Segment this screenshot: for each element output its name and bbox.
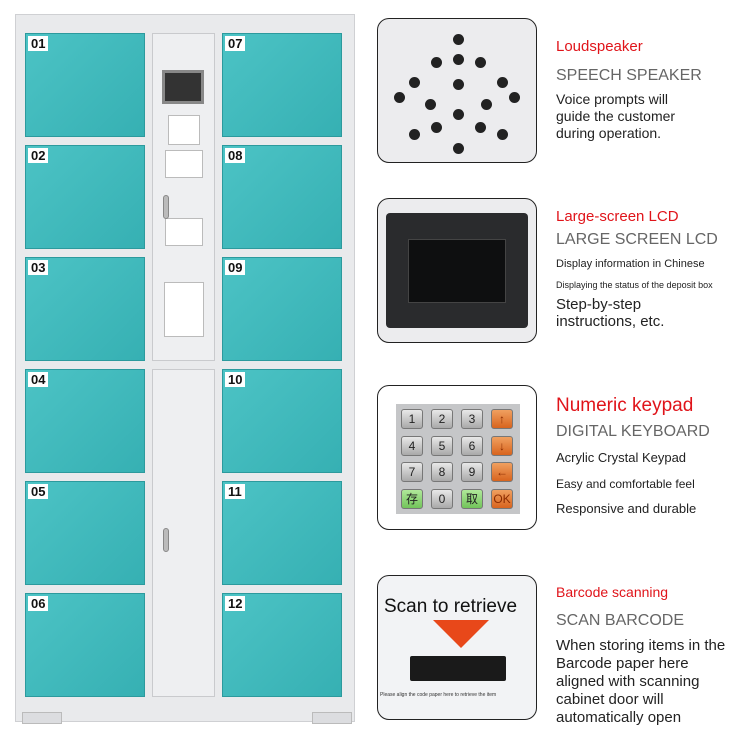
lock-handle[interactable] xyxy=(163,195,169,219)
feature-desc: Display information in Chinese xyxy=(556,258,705,270)
feature-desc: Easy and comfortable feel xyxy=(556,477,695,491)
feature-desc: When storing items in the Barcode paper … xyxy=(556,637,726,726)
lock-handle[interactable] xyxy=(163,528,169,552)
scan-heading: Scan to retrieve xyxy=(384,596,518,617)
lcd-icon xyxy=(408,239,506,303)
lcd-image xyxy=(377,198,537,343)
feature-desc: Displaying the status of the deposit box xyxy=(556,280,713,290)
speaker-hole-icon xyxy=(453,143,464,154)
keypad-key: 2 xyxy=(431,409,453,429)
cabinet-foot xyxy=(22,712,62,724)
speaker-hole-icon xyxy=(425,99,436,110)
feature-subtitle: LARGE SCREEN LCD xyxy=(556,231,718,248)
keypad-key: 取 xyxy=(461,488,483,509)
keypad-key: OK xyxy=(491,488,513,509)
keypad-key: ↓ xyxy=(491,435,513,456)
door-number: 05 xyxy=(28,484,49,499)
warning-label xyxy=(164,282,204,337)
barcode-image: Scan to retrieve Please align the code p… xyxy=(377,575,537,720)
door-number: 12 xyxy=(225,596,246,611)
keypad-key: 存 xyxy=(401,488,423,509)
speaker-hole-icon xyxy=(453,54,464,65)
feature-loudspeaker: Loudspeaker SPEECH SPEAKER Voice prompts… xyxy=(556,38,706,142)
door-number: 09 xyxy=(225,260,246,275)
deposit-label xyxy=(165,150,203,178)
speaker-hole-icon xyxy=(431,122,442,133)
door-number: 06 xyxy=(28,596,49,611)
door-number: 03 xyxy=(28,260,49,275)
speaker-hole-icon xyxy=(453,79,464,90)
feature-desc: Acrylic Crystal Keypad xyxy=(556,450,687,465)
scan-hint: Please align the code paper here to retr… xyxy=(380,692,497,698)
speaker-hole-icon xyxy=(431,57,442,68)
feature-keypad: Numeric keypad DIGITAL KEYBOARD Acrylic … xyxy=(556,395,710,517)
keypad-key: 4 xyxy=(401,435,423,456)
locker-door[interactable]: 11 xyxy=(222,481,342,585)
locker-door[interactable]: 06 xyxy=(25,593,145,697)
locker-door[interactable]: 01 xyxy=(25,33,145,137)
locker-door[interactable]: 03 xyxy=(25,257,145,361)
locker-door[interactable]: 07 xyxy=(222,33,342,137)
keypad-key: 8 xyxy=(431,462,453,482)
keypad-key: ← xyxy=(491,462,513,482)
speaker-hole-icon xyxy=(453,34,464,45)
feature-title: Loudspeaker xyxy=(556,38,643,55)
speaker-hole-icon xyxy=(497,77,508,88)
keypad-key: 5 xyxy=(431,435,453,456)
locker-door[interactable]: 05 xyxy=(25,481,145,585)
cabinet-lcd-screen xyxy=(162,70,204,104)
door-number: 01 xyxy=(28,36,49,51)
locker-door[interactable]: 04 xyxy=(25,369,145,473)
feature-subtitle: SCAN BARCODE xyxy=(556,612,685,629)
keypad-key: 3 xyxy=(461,409,483,429)
locker-door[interactable]: 09 xyxy=(222,257,342,361)
locker-door[interactable]: 10 xyxy=(222,369,342,473)
door-number: 11 xyxy=(225,484,245,499)
locker-door[interactable]: 02 xyxy=(25,145,145,249)
speaker-hole-icon xyxy=(394,92,405,103)
speaker-hole-icon xyxy=(453,109,464,120)
feature-title: Barcode scanning xyxy=(556,584,669,600)
keypad-key: 1 xyxy=(401,409,423,429)
feature-desc: Step-by-step instructions, etc. xyxy=(556,296,665,330)
keypad-key: 9 xyxy=(461,462,483,482)
feature-desc: Responsive and durable xyxy=(556,501,697,516)
feature-title: Large-screen LCD xyxy=(556,208,679,225)
locker-door[interactable]: 08 xyxy=(222,145,342,249)
door-number: 10 xyxy=(225,372,246,387)
speaker-hole-icon xyxy=(409,129,420,140)
door-number: 04 xyxy=(28,372,49,387)
feature-subtitle: DIGITAL KEYBOARD xyxy=(556,423,710,440)
keypad-key: 6 xyxy=(461,435,483,456)
feature-title: Numeric keypad xyxy=(556,395,694,416)
arrow-down-icon xyxy=(433,620,489,648)
feature-desc: Voice prompts will guide the customer du… xyxy=(556,91,676,141)
feature-subtitle: SPEECH SPEAKER xyxy=(556,67,702,84)
cabinet-foot xyxy=(312,712,352,724)
locker-door[interactable]: 12 xyxy=(222,593,342,697)
barcode-scanner-icon xyxy=(410,656,506,681)
center-door[interactable] xyxy=(152,369,215,697)
retrieve-label xyxy=(165,218,203,246)
speaker-hole-icon xyxy=(497,129,508,140)
keypad-key: 7 xyxy=(401,462,423,482)
door-number: 08 xyxy=(225,148,246,163)
feature-barcode: Barcode scanning SCAN BARCODE When stori… xyxy=(556,584,731,727)
speaker-image xyxy=(377,18,537,163)
door-number: 07 xyxy=(225,36,246,51)
keypad-key: ↑ xyxy=(491,409,513,429)
keypad-key: 0 xyxy=(431,488,453,509)
speaker-hole-icon xyxy=(409,77,420,88)
door-number: 02 xyxy=(28,148,49,163)
feature-lcd: Large-screen LCD LARGE SCREEN LCD Displa… xyxy=(556,208,718,330)
speaker-hole-icon xyxy=(475,122,486,133)
instruction-label xyxy=(168,115,200,145)
speaker-hole-icon xyxy=(475,57,486,68)
speaker-hole-icon xyxy=(481,99,492,110)
speaker-hole-icon xyxy=(509,92,520,103)
